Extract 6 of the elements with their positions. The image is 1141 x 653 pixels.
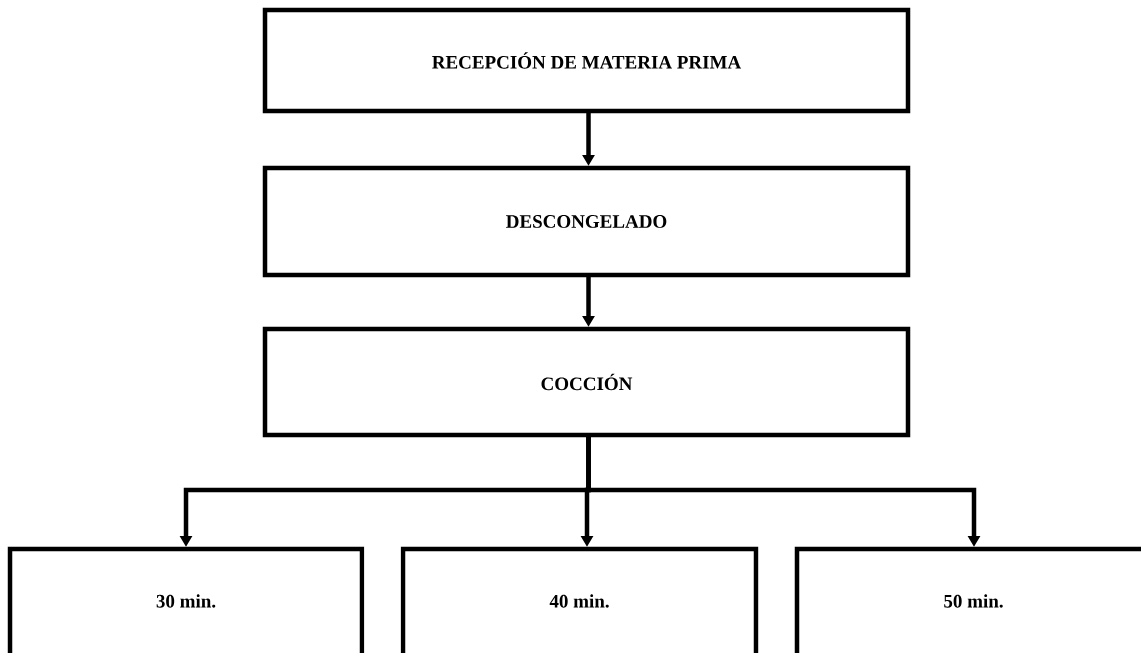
process-box: 50 min. [794,546,1141,653]
process-box: RECEPCIÓN DE MATERIA PRIMA [262,7,911,114]
process-box: 40 min. [400,546,759,653]
process-box: 30 min. [7,546,365,653]
process-box: DESCONGELADO [262,165,911,278]
process-box: COCCIÓN [262,326,911,438]
